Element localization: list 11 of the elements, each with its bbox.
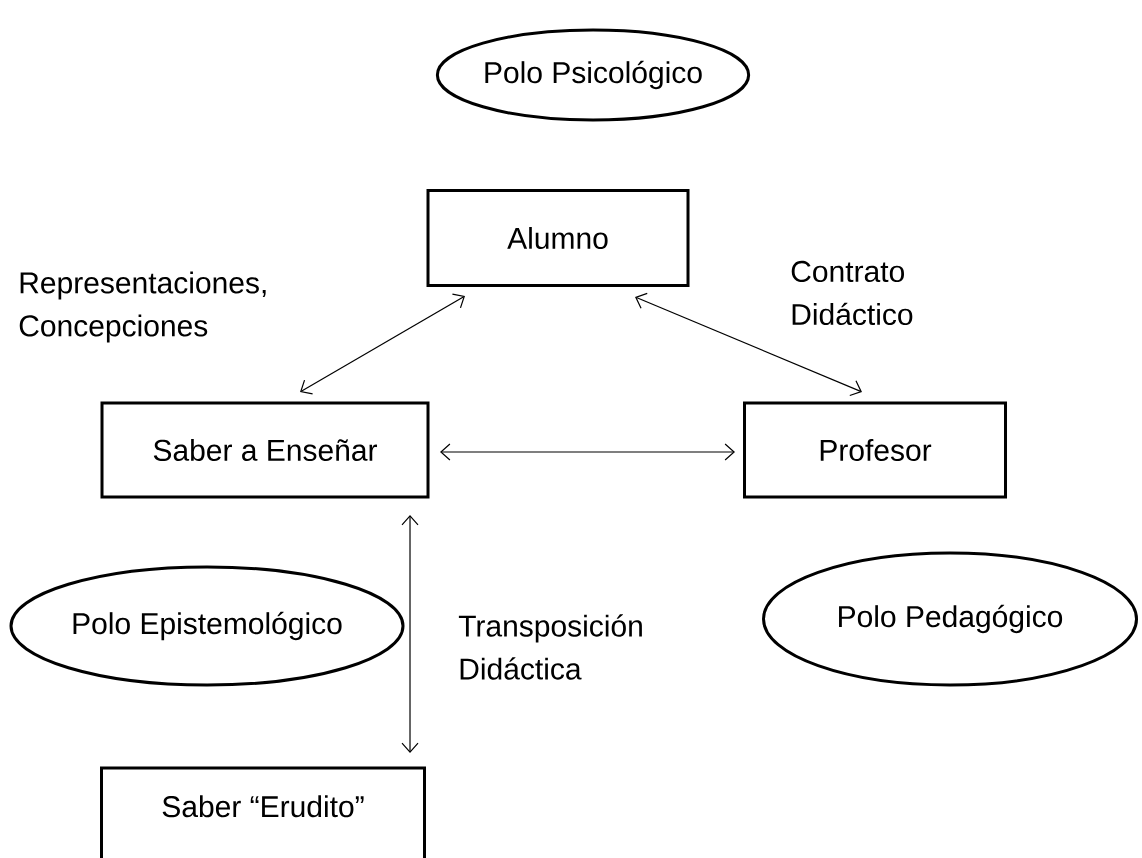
element-box: Saber a Enseñar	[100, 401, 430, 499]
element-box: Saber “Erudito”	[100, 766, 426, 858]
arrow	[440, 443, 735, 461]
edge-label: Representaciones, Concepciones	[19, 271, 266, 343]
element-box: Profesor	[743, 401, 1007, 499]
arrow	[635, 292, 862, 397]
arrow	[401, 515, 419, 753]
edge-label: Contrato Didáctico	[791, 260, 913, 326]
edge-label: Transposición Didáctica	[458, 614, 642, 680]
element-box: Alumno	[426, 189, 690, 287]
arrow	[300, 293, 465, 395]
